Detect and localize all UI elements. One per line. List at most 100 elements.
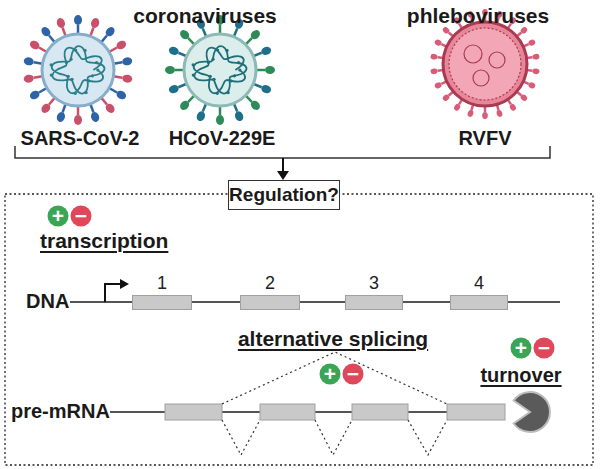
nucleocapsid-dot xyxy=(74,92,77,95)
splice-line xyxy=(222,420,447,455)
question-box: Regulation? xyxy=(228,180,340,210)
sign-symbol: + xyxy=(324,363,336,384)
spike-head xyxy=(55,111,66,123)
spike-head xyxy=(430,68,438,75)
exonuclease-symbol xyxy=(514,392,550,432)
exon-box: 3 xyxy=(345,295,403,310)
nucleocapsid-dot xyxy=(212,78,215,81)
spike-head xyxy=(434,81,443,89)
nucleocapsid-dot xyxy=(85,91,88,94)
exon-block xyxy=(447,404,505,420)
virus-genome-segment xyxy=(464,45,482,63)
sign-symbol: − xyxy=(75,205,87,226)
text-label: DNA xyxy=(26,290,69,312)
sign-symbol: + xyxy=(52,205,64,226)
nucleocapsid-dot xyxy=(96,68,99,71)
spike-head xyxy=(74,15,82,25)
sign-symbol: − xyxy=(347,363,359,384)
badge-circle xyxy=(511,338,532,359)
viral-rna xyxy=(194,46,247,93)
nucleocapsid-dot xyxy=(229,79,232,82)
nucleocapsid-dot xyxy=(237,61,240,64)
exon-box: 1 xyxy=(132,295,192,310)
plus-badge: + xyxy=(47,205,69,227)
minus-badge: − xyxy=(342,363,364,385)
badge-circle xyxy=(48,206,69,227)
spike-head xyxy=(28,39,41,51)
minus-badge: − xyxy=(70,205,92,227)
text-label: RVFV xyxy=(459,127,512,149)
nucleocapsid-dot xyxy=(216,48,219,51)
spike-head xyxy=(122,74,133,84)
sars-cov-2-virus xyxy=(23,15,133,125)
spike-head xyxy=(168,45,180,56)
text-label: transcription xyxy=(40,229,168,252)
nucleocapsid-dot xyxy=(238,68,241,71)
spike-head xyxy=(104,102,117,115)
arrow-shaft xyxy=(282,158,284,172)
nucleocapsid-dot xyxy=(225,49,228,52)
nucleocapsid-dot xyxy=(74,48,77,51)
exon-box: 4 xyxy=(450,295,508,310)
spike-head xyxy=(442,93,451,102)
spike-head xyxy=(40,102,53,115)
virus-spike xyxy=(165,66,184,74)
nucleocapsid-dot xyxy=(87,79,90,82)
splice-line xyxy=(222,352,447,404)
spike-head xyxy=(249,99,262,112)
badge-circle xyxy=(534,338,555,359)
spike-head xyxy=(104,25,117,38)
sign-symbol: + xyxy=(515,337,527,358)
nucleocapsid-dot xyxy=(83,49,86,52)
spike-head xyxy=(195,110,206,122)
badge-circle xyxy=(343,364,364,385)
nucleocapsid-dot xyxy=(192,74,195,77)
virus-spike xyxy=(256,66,275,74)
spike-head xyxy=(249,28,262,41)
virus-genome-segment xyxy=(489,52,505,68)
exon-block xyxy=(352,404,408,420)
spike-head xyxy=(453,103,461,112)
virus-spike xyxy=(74,106,82,125)
spike-head xyxy=(260,45,272,56)
arrow-head xyxy=(277,171,289,180)
spike-head xyxy=(260,84,272,95)
spike-head xyxy=(178,99,191,112)
spike-head xyxy=(527,39,536,47)
promoter-arrow-head xyxy=(120,279,129,289)
spike-head xyxy=(519,26,528,35)
spike-head xyxy=(216,115,224,125)
spike-head xyxy=(122,57,133,67)
spike-head xyxy=(482,112,488,119)
text-label: pre-mRNA xyxy=(11,400,110,422)
nucleocapsid-dot xyxy=(50,74,53,77)
spike-head xyxy=(234,110,245,122)
nucleocapsid-dot xyxy=(69,58,72,61)
virus-inner-membrane xyxy=(449,28,521,100)
virus-spike xyxy=(74,15,82,34)
badge-circle xyxy=(320,364,341,385)
exon-block xyxy=(165,404,222,420)
nucleocapsid-dot xyxy=(209,75,212,78)
dotted-frame xyxy=(5,194,593,465)
nucleocapsid-dot xyxy=(95,61,98,64)
spike-head xyxy=(496,109,503,117)
virus-envelope xyxy=(443,22,527,106)
text-label: turnover xyxy=(480,364,561,386)
hcov-229e-virus xyxy=(165,15,275,125)
nucleocapsid-dot xyxy=(67,75,70,78)
nucleocapsid-dot xyxy=(233,74,236,77)
spike-head xyxy=(532,68,540,75)
exon-block xyxy=(260,404,315,420)
spike-head xyxy=(23,57,34,67)
text-label: phleboviruses xyxy=(407,4,549,27)
nucleocapsid-dot xyxy=(50,63,53,66)
spike-head xyxy=(115,39,128,51)
nucleocapsid-dot xyxy=(216,92,219,95)
spike-head xyxy=(442,26,451,35)
nucleocapsid-dot xyxy=(65,61,68,64)
minus-badge: − xyxy=(533,337,555,359)
spike-head xyxy=(178,28,191,41)
spike-head xyxy=(74,115,82,125)
